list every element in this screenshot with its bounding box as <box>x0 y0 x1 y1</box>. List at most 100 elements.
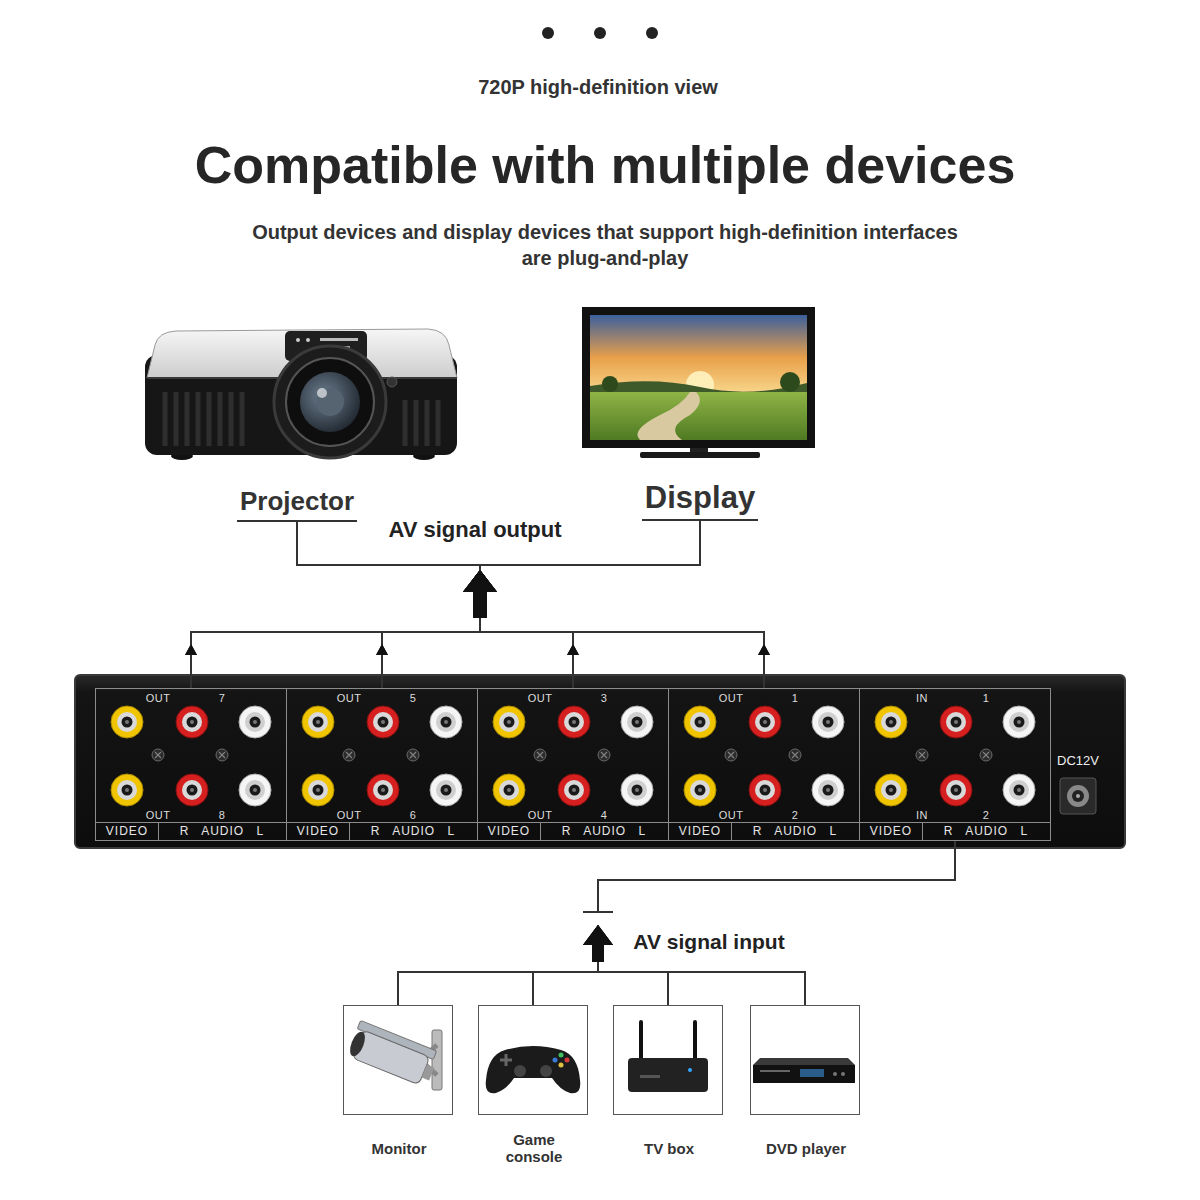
strip-divider <box>158 823 159 841</box>
subtitle-text: Output devices and display devices that … <box>235 219 975 271</box>
controller-icon <box>486 1046 581 1093</box>
port-label: 2 <box>983 809 990 821</box>
port-label: 5 <box>410 692 417 704</box>
av-switch: DC12VOUT7OUT8VIDEOR AUDIO LOUT5OUT6VIDEO… <box>75 675 1125 848</box>
camera-icon <box>346 1020 442 1090</box>
arrowhead <box>567 644 579 655</box>
connector <box>185 522 497 688</box>
block-arrow <box>463 570 497 618</box>
connector-line <box>191 522 480 688</box>
connector <box>297 522 770 688</box>
connector <box>463 521 700 688</box>
arrowhead <box>376 644 388 655</box>
port-label: 2 <box>792 809 799 821</box>
connector-line <box>297 522 480 688</box>
port-label: 6 <box>410 809 417 821</box>
tvbox-icon <box>628 1022 708 1092</box>
connector <box>533 841 955 1005</box>
arrowhead <box>758 644 770 655</box>
strip-label: R AUDIO L <box>562 824 646 838</box>
strip-label: VIDEO <box>679 824 721 838</box>
port-label: OUT <box>337 692 362 704</box>
connector-line <box>382 521 700 688</box>
port-label: 7 <box>219 692 226 704</box>
switch-housing <box>75 675 1125 848</box>
connector <box>185 521 700 688</box>
block-arrow <box>463 570 497 618</box>
source-name: Game console <box>494 1131 574 1165</box>
connector-line <box>398 841 955 1005</box>
block-arrow <box>583 925 613 962</box>
port-label: OUT <box>719 692 744 704</box>
device-name: Projector <box>240 486 354 517</box>
connector-line <box>297 522 573 688</box>
kicker-text: 720P high-definition view <box>478 76 718 99</box>
source-name: TV box <box>644 1140 694 1157</box>
device-label: Display <box>642 480 758 521</box>
source-box: Game console <box>478 1005 588 1115</box>
port-label: OUT <box>528 809 553 821</box>
strip-label: R AUDIO L <box>944 824 1028 838</box>
block-arrow <box>463 570 497 618</box>
power-label: DC12V <box>1057 753 1099 768</box>
port-group: OUT3OUT4VIDEOR AUDIO L <box>477 688 669 841</box>
strip-label: VIDEO <box>870 824 912 838</box>
source-box: DVD player <box>750 1005 860 1115</box>
dvd-icon <box>753 1058 855 1083</box>
connector <box>376 521 700 688</box>
strip-divider <box>349 823 350 841</box>
block-arrow <box>463 570 497 618</box>
strip-label: VIDEO <box>106 824 148 838</box>
signal-label: AV signal input <box>630 930 787 954</box>
connector-line <box>598 841 955 1005</box>
strip-divider <box>540 823 541 841</box>
connector-line <box>480 521 764 688</box>
port-label: 8 <box>219 809 226 821</box>
source-box: Monitor <box>343 1005 453 1115</box>
port-group: OUT7OUT8VIDEOR AUDIO L <box>95 688 287 841</box>
port-label: OUT <box>146 809 171 821</box>
port-label: OUT <box>337 809 362 821</box>
port-label: OUT <box>719 809 744 821</box>
port-group: OUT5OUT6VIDEOR AUDIO L <box>286 688 478 841</box>
display-illustration <box>582 307 815 458</box>
port-group: IN1IN2VIDEOR AUDIO L <box>859 688 1051 841</box>
arrowhead <box>185 644 197 655</box>
source-name: Monitor <box>372 1140 427 1157</box>
strip-label: VIDEO <box>297 824 339 838</box>
device-name: Display <box>645 480 755 516</box>
connector <box>297 522 497 688</box>
source-box: TV box <box>613 1005 723 1115</box>
block-arrow <box>583 925 613 962</box>
port-label: IN <box>916 809 928 821</box>
arrowhead <box>376 644 388 655</box>
strip-label: VIDEO <box>488 824 530 838</box>
projector-illustration <box>145 329 457 460</box>
connector <box>583 841 955 1005</box>
connector-line <box>191 521 700 688</box>
port-label: 1 <box>792 692 799 704</box>
port-label: 1 <box>983 692 990 704</box>
strip-label: R AUDIO L <box>180 824 264 838</box>
connector <box>463 521 770 688</box>
strip-label: R AUDIO L <box>753 824 837 838</box>
strip-divider <box>731 823 732 841</box>
connector-line <box>480 521 700 688</box>
block-arrow <box>463 570 497 618</box>
block-arrow <box>463 570 497 618</box>
block-arrow <box>463 570 497 618</box>
arrowhead <box>185 644 197 655</box>
connector <box>297 522 579 688</box>
port-label: OUT <box>528 692 553 704</box>
connector <box>583 841 955 1005</box>
signal-label: AV signal output <box>385 517 564 543</box>
port-label: 3 <box>601 692 608 704</box>
device-label: Projector <box>237 486 357 522</box>
port-label: IN <box>916 692 928 704</box>
connector <box>398 841 955 1005</box>
arrowhead <box>758 644 770 655</box>
dots <box>542 27 658 39</box>
title: Compatible with multiple devices <box>195 135 1016 195</box>
connector-line <box>598 841 955 1005</box>
